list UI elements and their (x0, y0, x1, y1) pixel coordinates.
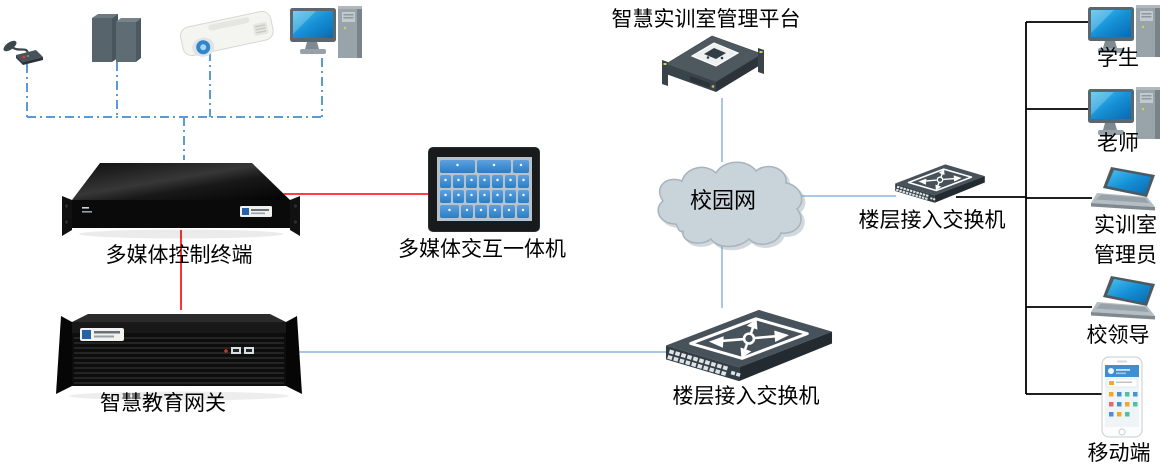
panel-button (479, 190, 490, 203)
platform-server-icon (662, 35, 764, 92)
panel-button (518, 190, 529, 203)
panel-button (475, 205, 488, 218)
school-leader-label: 校领导 (1086, 323, 1150, 347)
floor-switch-upper-label: 楼层接入交换机 (858, 208, 1006, 232)
panel-button (505, 190, 516, 203)
panel-button (453, 190, 464, 203)
panel-button (440, 160, 475, 173)
panel-button (517, 205, 529, 218)
floor-switch-lower-label: 楼层接入交换机 (672, 384, 820, 408)
mobile-phone-icon (1101, 356, 1143, 438)
panel-button (440, 190, 451, 203)
panel-button (440, 205, 460, 218)
touch-panel-screen (437, 157, 532, 221)
panel-button (503, 205, 516, 218)
touch-panel-label: 多媒体交互一体机 (398, 237, 566, 261)
school-leader-laptop-icon (1090, 275, 1160, 323)
touch-panel-device (428, 147, 540, 232)
floor-switch-lower-icon (660, 302, 838, 387)
speakers-icon (92, 14, 141, 62)
microphone-icon (3, 40, 43, 65)
lab-admin-label-line2: 管理员 (1094, 243, 1157, 267)
panel-button (476, 160, 512, 173)
campus-network-label: 校园网 (689, 188, 756, 213)
panel-button (461, 205, 474, 218)
panel-button (479, 175, 490, 188)
panel-button (453, 175, 464, 188)
floor-switch-upper-icon (892, 160, 988, 206)
control-terminal-device (62, 163, 300, 239)
gateway-label: 智慧教育网关 (100, 391, 226, 415)
panel-button (466, 175, 477, 188)
student-label: 学生 (1097, 46, 1139, 70)
teacher-label: 老师 (1097, 131, 1139, 155)
lab-admin-label-line1: 实训室 (1094, 213, 1157, 237)
panel-button (440, 175, 451, 188)
panel-button (492, 190, 503, 203)
lab-admin-label: 实训室 管理员 (1094, 210, 1161, 270)
projector-icon (180, 10, 274, 57)
platform-label: 智慧实训室管理平台 (611, 7, 801, 31)
gateway-device (56, 314, 302, 401)
panel-button (466, 190, 477, 203)
panel-button (489, 205, 502, 218)
mobile-label: 移动端 (1087, 441, 1151, 465)
lab-admin-laptop-icon (1090, 166, 1160, 214)
campus-network-cloud (657, 161, 803, 248)
classroom-computer-icon (290, 2, 364, 66)
panel-button (505, 175, 516, 188)
control-terminal-label: 多媒体控制终端 (105, 243, 253, 267)
panel-button (518, 175, 529, 188)
panel-button (492, 175, 503, 188)
panel-button (513, 160, 529, 173)
